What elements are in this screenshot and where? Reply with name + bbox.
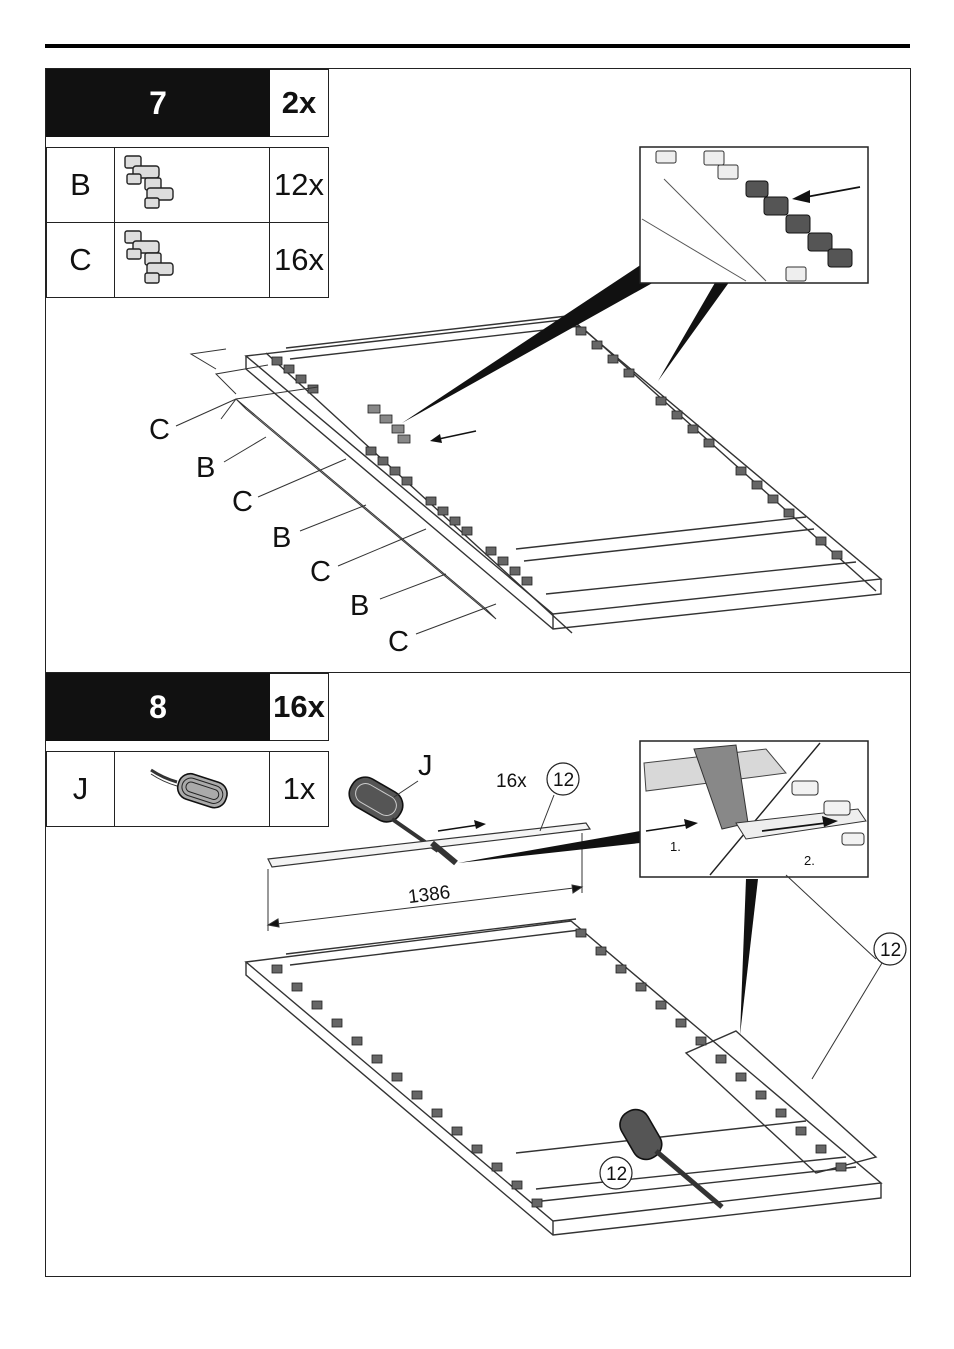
header-rule xyxy=(45,44,910,48)
mallet-icon xyxy=(150,768,228,809)
arrow-icon xyxy=(684,819,698,829)
step-quantity: 2x xyxy=(270,69,329,137)
part-row-j: J 1x xyxy=(46,751,329,827)
part-letter: C xyxy=(46,222,115,298)
part-ref: 12 xyxy=(880,940,901,961)
mallet xyxy=(348,776,440,853)
arrow-icon xyxy=(792,190,810,203)
step-8-header: 8 16x xyxy=(46,673,329,741)
part-image xyxy=(114,222,270,298)
callout-letter: C xyxy=(232,486,253,518)
part-ref-leader xyxy=(785,874,883,1080)
callout-letter: B xyxy=(272,522,291,554)
step-number: 8 xyxy=(46,673,270,741)
part-image xyxy=(114,147,270,223)
part-ref-circle xyxy=(599,1156,633,1190)
zoom-wedge xyxy=(658,281,730,381)
zoom-wedge xyxy=(740,879,758,1035)
callout-letter: C xyxy=(310,556,331,588)
detail-step-1: 1. xyxy=(670,839,681,854)
bed-frame xyxy=(244,314,883,634)
part-ref-circle xyxy=(546,762,580,796)
double-spring-clip-icon xyxy=(124,230,174,284)
clip-row-right xyxy=(575,326,843,560)
loose-clip xyxy=(367,404,411,444)
zoom-wedge xyxy=(402,264,656,423)
part-count: 1x xyxy=(269,751,329,827)
clip-row-right xyxy=(575,928,847,1172)
parts-table: B 12x C xyxy=(46,147,329,298)
part-letter: J xyxy=(46,751,115,827)
step-number: 7 xyxy=(46,69,270,137)
step-8-drawing: 1386 J 16x 12 1. 2. xyxy=(244,740,907,1236)
step-7-panel: 7 2x B 12x C xyxy=(45,68,911,674)
callout-letter: C xyxy=(388,626,409,658)
tool-leader xyxy=(393,780,419,798)
detail-view: 1. 2. xyxy=(639,740,869,878)
slat-count: 16x xyxy=(496,771,527,792)
step-8-panel: 8 16x J 1x xyxy=(45,672,911,1277)
double-spring-clip-icon xyxy=(124,155,174,209)
part-ref: 12 xyxy=(606,1164,627,1185)
dimension-value: 1386 xyxy=(407,882,452,908)
clip-row-left xyxy=(271,356,533,586)
detail-view xyxy=(639,146,869,284)
step-quantity: 16x xyxy=(270,673,329,741)
callout-letter: B xyxy=(196,452,215,484)
callout-letter: B xyxy=(350,590,369,622)
clip-row-left xyxy=(271,964,543,1208)
bed-frame xyxy=(244,918,883,1236)
part-count: 16x xyxy=(269,222,329,298)
insert-arrow-icon xyxy=(430,430,477,443)
zoom-wedge xyxy=(458,831,640,863)
part-ref: 12 xyxy=(553,770,574,791)
part-ref-leader xyxy=(539,794,555,832)
callout-letter: C xyxy=(149,414,170,446)
slat xyxy=(267,822,592,868)
direction-arrow-icon xyxy=(437,820,486,832)
part-image xyxy=(114,751,270,827)
step-7-drawing: C B C B C B C xyxy=(149,146,883,658)
part-ref-circle xyxy=(873,932,907,966)
detail-step-2: 2. xyxy=(804,853,815,868)
step-7-header: 7 2x xyxy=(46,69,329,137)
callout-leaders xyxy=(175,348,497,635)
tool-label: J xyxy=(418,750,433,782)
mallet xyxy=(619,1108,724,1209)
arrow-icon xyxy=(822,816,838,827)
part-row-c: C 16x xyxy=(46,222,329,298)
parts-table: J 1x xyxy=(46,751,329,827)
